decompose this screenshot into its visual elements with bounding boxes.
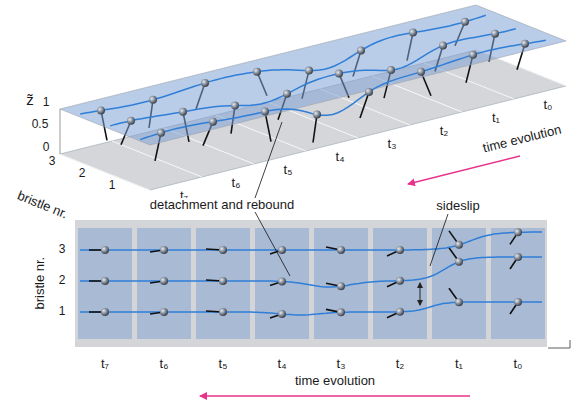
bristle-tip bbox=[313, 111, 321, 119]
time-label: t₀ bbox=[513, 357, 522, 371]
time-label: t₄ bbox=[336, 150, 345, 164]
bristle-tip bbox=[461, 18, 469, 26]
tip-trajectory bbox=[140, 40, 546, 139]
bristle-tip bbox=[219, 308, 227, 316]
tip-trajectory bbox=[110, 29, 516, 126]
time-label: t₆ bbox=[232, 176, 241, 190]
time-slice bbox=[196, 228, 250, 339]
bristle-tip bbox=[101, 246, 109, 254]
slice-line bbox=[112, 141, 202, 177]
bristle-tip bbox=[278, 246, 286, 254]
bristle bbox=[313, 115, 317, 143]
bristle-tip bbox=[335, 70, 343, 78]
bristle-tip bbox=[231, 102, 239, 110]
z-axis-label: z̃ bbox=[26, 92, 34, 109]
tip-trajectory bbox=[80, 15, 486, 114]
time-label: t₂ bbox=[440, 124, 449, 138]
time-label: t₄ bbox=[278, 357, 287, 371]
tip-trajectory bbox=[80, 257, 542, 287]
time-label: t₇ bbox=[101, 357, 109, 371]
bristle-tip bbox=[157, 129, 165, 137]
bristle-tip bbox=[417, 68, 425, 76]
bristle-tip bbox=[514, 253, 522, 261]
bristle-tip bbox=[283, 90, 291, 98]
bristle-tip bbox=[455, 258, 463, 266]
bristle-tip bbox=[253, 68, 261, 76]
bristle-tip bbox=[337, 282, 345, 290]
tick-label: 3 bbox=[59, 243, 66, 256]
bristle-tip bbox=[209, 118, 217, 126]
tick-label: 3 bbox=[49, 155, 56, 168]
time-slice bbox=[137, 228, 191, 339]
bristle-tip bbox=[521, 40, 529, 48]
bristle-tip bbox=[396, 308, 404, 316]
bristle-tip bbox=[97, 106, 105, 114]
time-label: t₆ bbox=[160, 357, 169, 371]
bristle-tip bbox=[455, 298, 463, 306]
tick-label: 0 bbox=[43, 141, 50, 154]
bristle-tip bbox=[357, 47, 365, 55]
callout: detachment and rebound bbox=[150, 198, 295, 212]
time-label: t₃ bbox=[388, 137, 397, 151]
time-slice bbox=[491, 228, 545, 339]
bristle-tip bbox=[491, 30, 499, 38]
time-label: t₅ bbox=[219, 357, 228, 371]
bristle-tip bbox=[261, 108, 269, 116]
bristle-tip bbox=[149, 96, 157, 104]
bristle-tip bbox=[127, 117, 135, 125]
tick-label: 2 bbox=[59, 274, 66, 287]
z-axis bbox=[60, 109, 61, 154]
time-label: t₁ bbox=[492, 111, 500, 125]
bristle-tip bbox=[514, 228, 522, 236]
time-label: t₀ bbox=[543, 98, 552, 112]
bristle-tip bbox=[219, 246, 227, 254]
tick-label: 1 bbox=[59, 305, 66, 318]
tick-label: 1 bbox=[109, 179, 116, 192]
time-label: t₅ bbox=[284, 163, 293, 177]
tip-trajectory bbox=[80, 302, 542, 315]
time-label: t₁ bbox=[455, 357, 463, 371]
bristle-tip bbox=[337, 246, 345, 254]
bristle-tip bbox=[439, 41, 447, 49]
bristle-tip bbox=[278, 277, 286, 285]
bristle-tip bbox=[219, 277, 227, 285]
time-label: t₃ bbox=[337, 357, 346, 371]
axis-title: time evolution bbox=[481, 122, 562, 155]
tick-label: 2 bbox=[79, 167, 86, 180]
bristle-tip bbox=[469, 51, 477, 59]
tick-label: 1 bbox=[43, 96, 50, 109]
ground-band bbox=[75, 220, 547, 347]
bristle-tip bbox=[101, 277, 109, 285]
bristle-tip bbox=[160, 277, 168, 285]
axis-title: time evolution bbox=[295, 374, 375, 388]
bristle-tip bbox=[365, 88, 373, 96]
bristle-tip bbox=[201, 79, 209, 87]
bristle-tip bbox=[409, 29, 417, 37]
bristle-tip bbox=[387, 66, 395, 74]
time-slice bbox=[432, 228, 486, 339]
axis-title: bristle nr. bbox=[15, 188, 69, 221]
time-slice bbox=[373, 228, 427, 339]
bristle-tip bbox=[278, 310, 286, 318]
time-slice bbox=[78, 228, 132, 339]
bristle-tip bbox=[337, 308, 345, 316]
bristle-tip bbox=[396, 277, 404, 285]
bristle-tip bbox=[455, 241, 463, 249]
tip-trajectory bbox=[80, 232, 542, 250]
bristle-tip bbox=[179, 108, 187, 116]
bristle-tip bbox=[396, 246, 404, 254]
bristle-tip bbox=[305, 67, 313, 75]
bristle-tip bbox=[514, 298, 522, 306]
callout: sideslip bbox=[436, 199, 479, 213]
axis-title: bristle nr. bbox=[33, 257, 47, 310]
bristle-tip bbox=[160, 308, 168, 316]
bristle-tip bbox=[160, 246, 168, 254]
plane bbox=[60, 5, 566, 145]
tick-label: 0.5 bbox=[32, 118, 49, 131]
time-label: t₂ bbox=[396, 357, 405, 371]
bristle-tip bbox=[101, 308, 109, 316]
slice-line bbox=[60, 154, 150, 190]
